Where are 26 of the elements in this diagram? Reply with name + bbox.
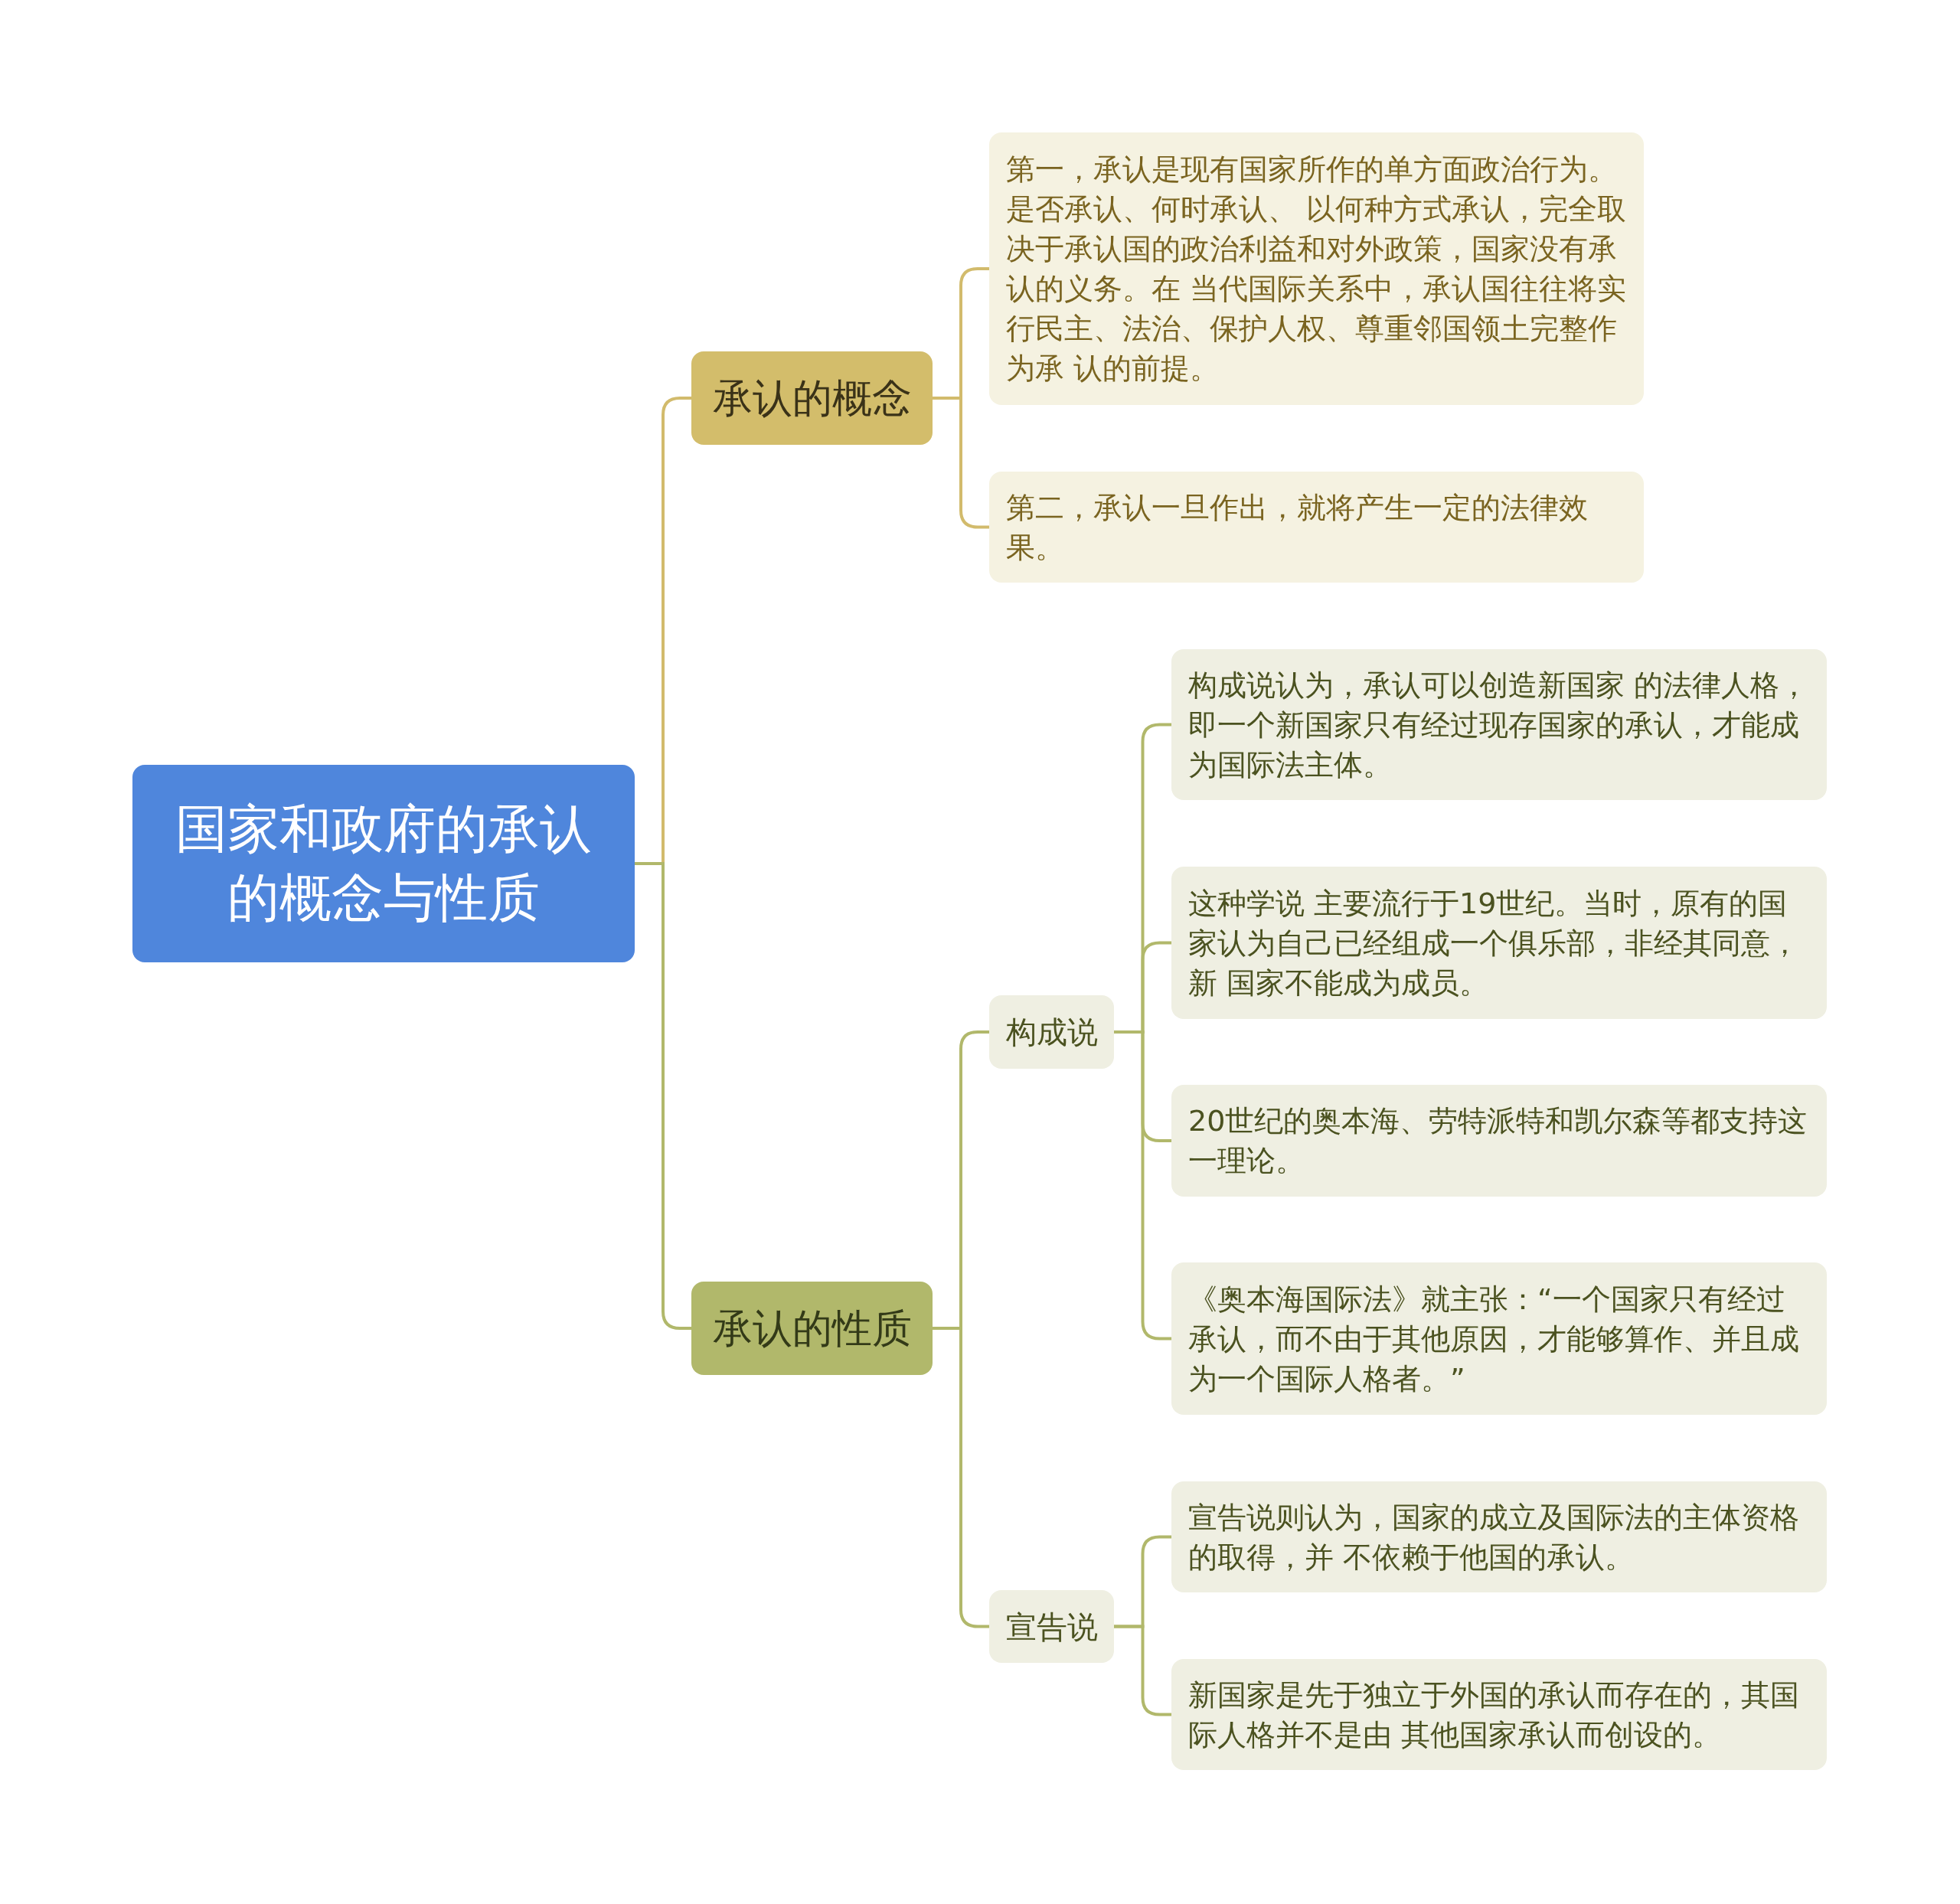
- topic-text: 第二，承认一旦作出，就将产生一定的法律效果。: [1006, 489, 1589, 566]
- detail-box: [1171, 1262, 1827, 1415]
- topic-text: 构成说认为，承认可以创造新国家 的法律人格，即一个新国家只有经过现存国家的承认，才能成为国际法主体。: [1188, 667, 1810, 783]
- topic-text: 20世纪的奥本海、劳特派特和凯尔森等都支持这一理论。: [1188, 1103, 1808, 1179]
- detail-box: [1171, 649, 1827, 800]
- branch-topic-box: [691, 351, 933, 445]
- subtopic-box: [989, 995, 1114, 1069]
- topic-text: 承认的概念: [712, 374, 912, 423]
- topic-text: 承认的性质: [712, 1305, 912, 1353]
- detail-box: [989, 132, 1644, 405]
- topic-text: 第一，承认是现有国家所作的单方面政治行为。是否承认、何时承认、 以何种方式承认，完全取决于承认国的政治利益和对外政策，国家没有承认的义务。在 当代国际关系中，承认国往往将实行民主、法治、保护人权、尊重邻国领土完整作为承 认的前提。: [1006, 152, 1628, 387]
- root-topic-box: [132, 765, 635, 962]
- topic-text: 宣告说则认为，国家的成立及国际法的主体资格的取得，并 不依赖于他国的承认。: [1188, 1499, 1800, 1576]
- detail-box: [1171, 867, 1827, 1019]
- topic-text: 构成说: [1005, 1014, 1098, 1051]
- topic-text: 国家和政府的承认的概念与性质: [175, 798, 593, 929]
- subtopic-box: [989, 1590, 1114, 1663]
- topic-text: 《奥本海国际法》就主张：“一个国家只有经过承认，而不由于其他原因，才能够算作、并且成为一个国际人格者。”: [1188, 1281, 1800, 1397]
- branch-topic-box: [691, 1282, 933, 1375]
- detail-box: [1171, 1659, 1827, 1770]
- topic-text: 这种学说 主要流行于19世纪。当时，原有的国家认为自己已经组成一个俱乐部，非经其同意，新 国家不能成为成员。: [1188, 885, 1800, 1001]
- detail-box: [1171, 1085, 1827, 1197]
- topic-text: 宣告说: [1005, 1608, 1098, 1646]
- detail-box: [1171, 1481, 1827, 1592]
- topic-text: 新国家是先于独立于外国的承认而存在的，其国际人格并不是由 其他国家承认而创设的。: [1188, 1677, 1800, 1753]
- detail-box: [989, 472, 1644, 583]
